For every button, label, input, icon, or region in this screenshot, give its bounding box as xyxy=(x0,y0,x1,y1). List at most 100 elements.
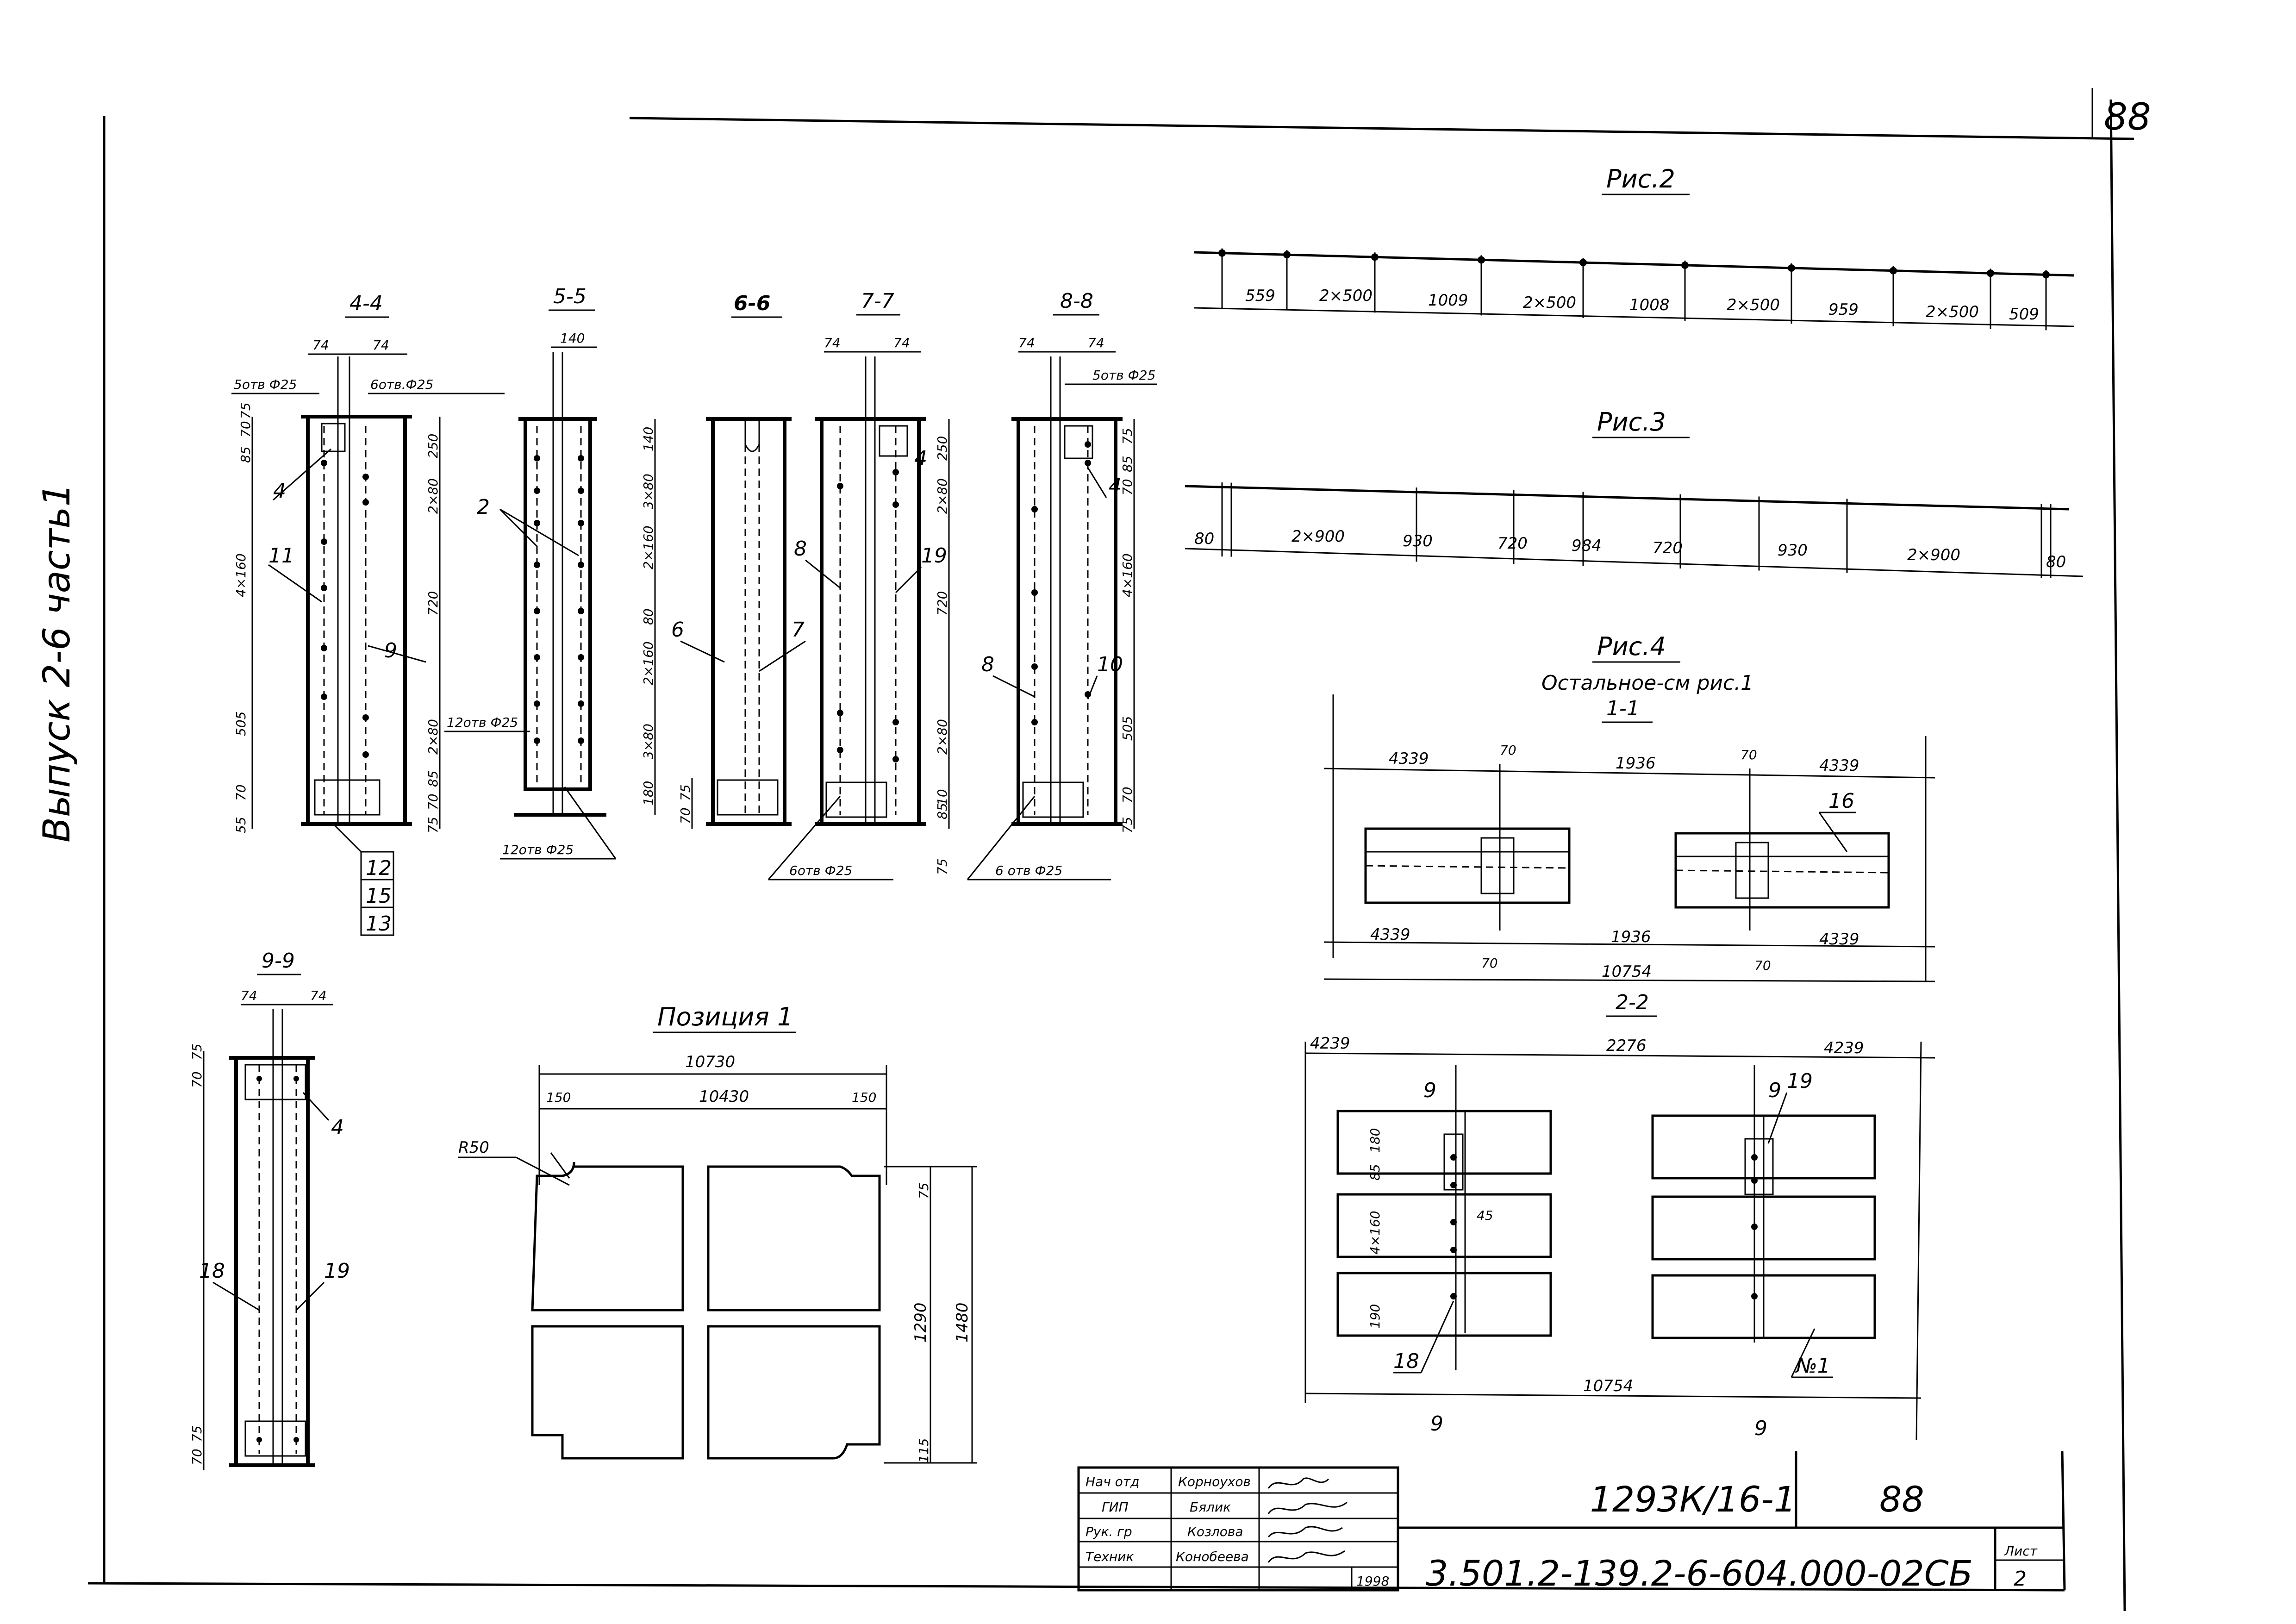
s66-left-dim-2: 70 xyxy=(678,807,693,824)
s77-top-dim-1: 74 xyxy=(824,335,841,350)
s77-callout-19: 19 xyxy=(921,544,947,568)
fig3-title: Рис.3 xyxy=(1597,407,1666,437)
signature-4 xyxy=(1267,1550,1345,1563)
fig3-span-1: 80 xyxy=(1194,530,1214,548)
section-7-7: 7-7 74 74 250 2×80 720 2×80 10 85 75 4 8… xyxy=(767,289,950,881)
s77-right-dim-3: 720 xyxy=(935,591,950,616)
s44-callout-9: 9 xyxy=(384,639,397,662)
s77-holes-bottom: 6отв Ф25 xyxy=(789,863,852,878)
fig3-span-3: 930 xyxy=(1403,532,1433,550)
s55-right-dim-5: 2×160 xyxy=(641,641,656,685)
section-8-8: 8-8 74 74 5отв Ф25 75 85 70 4×160 505 70… xyxy=(967,289,1157,881)
s66-left-dim-1: 75 xyxy=(678,784,693,801)
s66-callout-6: 6 xyxy=(671,618,684,642)
fig4-s2-mark-right-1: 9 xyxy=(1768,1079,1781,1102)
s77-right-dim-6: 85 xyxy=(935,803,950,819)
fig4-s1-small-1: 70 xyxy=(1481,956,1498,971)
fig2-node xyxy=(1579,259,1587,267)
pos1-dim-r4: 115 xyxy=(916,1438,931,1463)
s88-holes-right: 5отв Ф25 xyxy=(1092,368,1155,383)
pos1-dim-total: 10730 xyxy=(685,1053,735,1071)
fig2-span-9: 509 xyxy=(2009,305,2039,324)
section-4-4: 4-4 74 74 5отв Ф25 6отв.Ф25 85 70 75 4×1… xyxy=(231,292,505,936)
s55-holes-bottom: 12отв Ф25 xyxy=(502,842,574,857)
s44-left-dim-5: 505 xyxy=(233,712,249,736)
tb-doc-code: 3.501.2-139.2-6-604.000-02СБ xyxy=(1426,1553,1973,1594)
tb-role-1: Нач отд xyxy=(1086,1474,1139,1489)
s44-callout-4: 4 xyxy=(273,479,286,503)
fig2-node xyxy=(1478,256,1485,264)
s44-callout-12: 12 xyxy=(366,856,392,880)
fig3: Рис.3 80 2×900 930 720 984 720 930 2×900… xyxy=(1185,407,2084,578)
s88-top-dim-2: 74 xyxy=(1088,335,1104,350)
s44-right-dim-6: 70 xyxy=(425,793,441,810)
s88-top-dim-1: 74 xyxy=(1018,335,1035,350)
s77-right-dim-2: 2×80 xyxy=(935,478,950,514)
fig2-span-6: 2×500 xyxy=(1727,296,1780,314)
fig4-s2-side-1: 180 xyxy=(1367,1128,1383,1153)
tb-name-4: Конобеева xyxy=(1176,1549,1249,1564)
fig3-span-2: 2×900 xyxy=(1292,527,1345,546)
section-9-9: 9-9 74 74 75 70 75 70 4 18 19 xyxy=(189,949,350,1470)
fig4-s2-title: 2-2 xyxy=(1616,991,1649,1014)
fig2-span-5: 1008 xyxy=(1629,296,1670,314)
pos1-radius: R50 xyxy=(458,1138,489,1157)
s44-left-dim-7: 55 xyxy=(233,817,249,833)
s44-right-dim-5: 85 xyxy=(425,770,441,787)
s88-callout-8: 8 xyxy=(981,653,994,676)
tb-list-label: Лист xyxy=(2004,1543,2038,1559)
s99-callout-19: 19 xyxy=(324,1259,350,1283)
fig2-node xyxy=(1371,253,1379,261)
fig2-span-8: 2×500 xyxy=(1926,303,1979,321)
signature-2 xyxy=(1267,1501,1348,1514)
s88-holes-bottom: 6 отв Ф25 xyxy=(995,863,1062,878)
fig2-node xyxy=(1681,261,1689,269)
s77-top-dim-2: 74 xyxy=(893,335,910,350)
pos1-title: Позиция 1 xyxy=(657,1002,793,1031)
s88-callout-10: 10 xyxy=(1097,653,1123,676)
s88-callout-4: 4 xyxy=(1109,475,1122,498)
fig3-span-4: 720 xyxy=(1497,534,1528,553)
fig4-s1-top-1: 4339 xyxy=(1389,750,1429,768)
fig3-span-6: 720 xyxy=(1653,539,1683,557)
fig3-span-7: 930 xyxy=(1778,541,1808,560)
s88-title: 8-8 xyxy=(1060,289,1093,313)
fig2-span-2: 2×500 xyxy=(1319,287,1373,305)
s44-right-dim-1: 250 xyxy=(425,434,441,458)
fig4-s1-small-2: 70 xyxy=(1754,958,1771,973)
tb-name-1: Корноухов xyxy=(1178,1474,1251,1489)
frame xyxy=(87,88,2134,1612)
s55-right-dim-1: 140 xyxy=(641,427,656,451)
fig4-s2-mark-left: 9 xyxy=(1423,1079,1436,1102)
s44-holes-right: 6отв.Ф25 xyxy=(370,377,433,392)
fig2-span-7: 959 xyxy=(1828,300,1859,319)
position-1: Позиция 1 10730 150 10430 150 R50 75 129… xyxy=(458,1002,977,1464)
tb-name-3: Козлова xyxy=(1187,1524,1243,1539)
s77-callout-4: 4 xyxy=(914,447,927,470)
s55-right-dim-6: 3×80 xyxy=(641,724,656,759)
s77-right-dim-4: 2×80 xyxy=(935,719,950,755)
fig4-s2-bottom-left: 9 xyxy=(1430,1412,1443,1436)
s88-right-dim-3: 70 xyxy=(1120,479,1135,495)
s44-left-dim-6: 70 xyxy=(233,784,249,801)
fig4-s1-bot-2: 1936 xyxy=(1611,928,1651,946)
top-sheet-number: 88 xyxy=(2104,95,2151,138)
fig4-s1-bot-1: 4339 xyxy=(1370,925,1410,944)
s44-right-dim-7: 75 xyxy=(425,817,441,833)
s66-callout-7: 7 xyxy=(792,618,805,642)
s55-top-dim: 140 xyxy=(560,331,585,346)
s44-callout-13: 13 xyxy=(366,912,392,936)
fig2-node xyxy=(1890,267,1897,275)
section-5-5: 5-5 140 140 3×80 2×160 80 2×160 3×80 180… xyxy=(444,285,656,860)
fig2-node xyxy=(2042,271,2050,279)
s99-title: 9-9 xyxy=(262,949,295,973)
s44-left-dim-2: 70 xyxy=(238,421,253,437)
fig2-title: Рис.2 xyxy=(1606,164,1675,194)
s44-right-dim-4: 2×80 xyxy=(425,719,441,755)
tb-name-2: Бялик xyxy=(1190,1499,1231,1515)
fig4-subtitle: Остальное-см рис.1 xyxy=(1541,671,1753,695)
s77-right-dim-1: 250 xyxy=(935,436,950,461)
s55-right-dim-7: 180 xyxy=(641,781,656,806)
s88-right-dim-4: 4×160 xyxy=(1120,553,1135,597)
